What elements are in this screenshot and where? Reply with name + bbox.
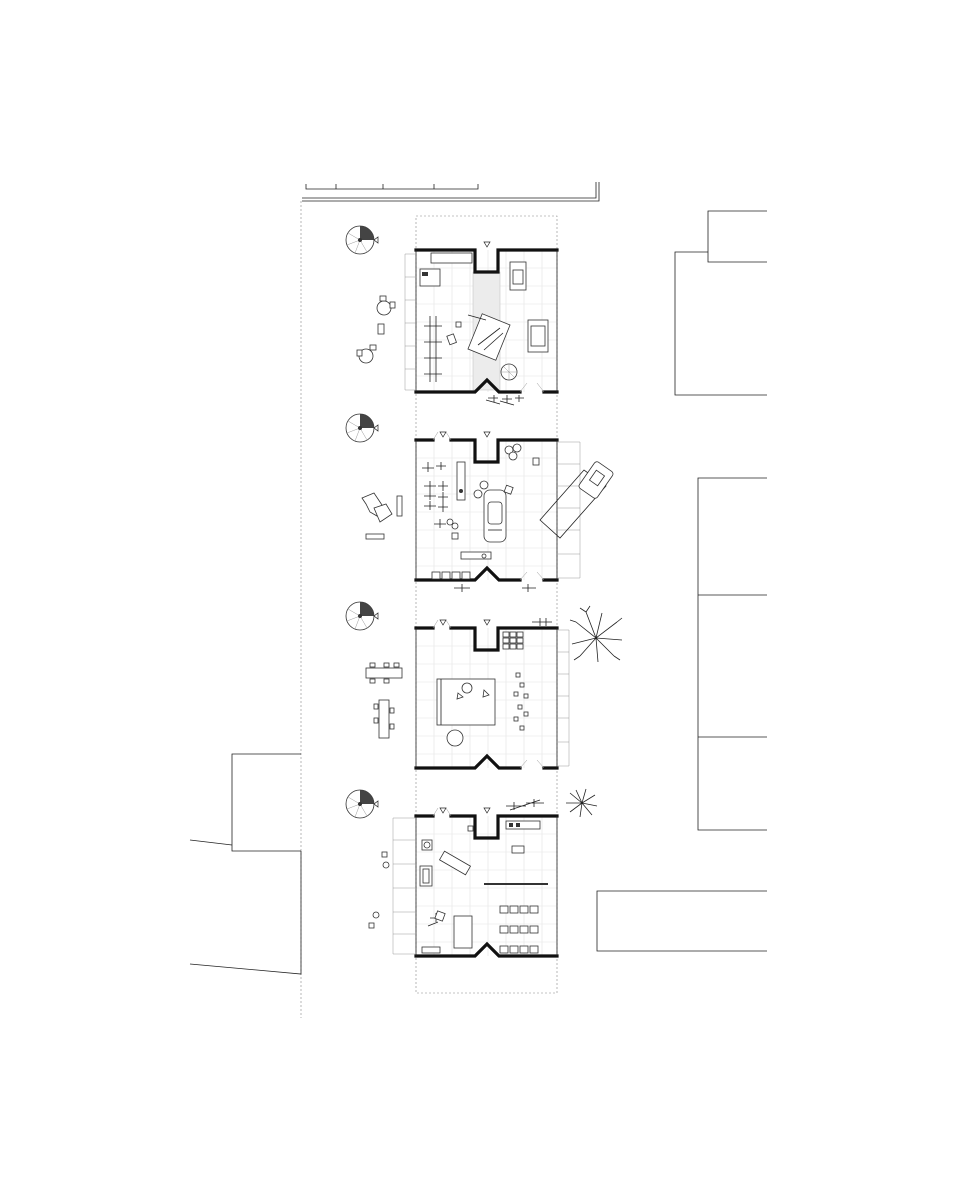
chair-icon: [451, 457, 540, 540]
kitchen-island-icon: [419, 850, 473, 949]
tree-icon: [569, 605, 623, 663]
spiral-stair-icon: [345, 225, 379, 255]
spiral-stair-icon: [345, 601, 379, 631]
cube-icon: [513, 672, 529, 731]
floor-2: [414, 431, 614, 592]
desk-row-icon: [484, 883, 548, 954]
floor-4: [392, 788, 598, 958]
floor-1: [404, 241, 559, 406]
shelving-icon: [424, 316, 462, 382]
floor-3: [414, 605, 623, 770]
drafting-table-icon: [467, 313, 511, 361]
workbench-icon: [419, 252, 473, 287]
spiral-stair-icon: [345, 413, 379, 443]
armchair-icon: [509, 261, 549, 353]
spiral-stair-icon: [345, 789, 379, 819]
car-icon: [483, 461, 614, 543]
bench-icon: [431, 551, 492, 580]
stool-icon: [446, 443, 522, 530]
round-table-icon: [446, 682, 490, 747]
site-context: [189, 182, 767, 1018]
outdoor-seating: [356, 295, 403, 929]
spiral-stair-icon: [500, 363, 518, 381]
counter-icon: [421, 820, 541, 854]
plant-icon: [566, 788, 598, 818]
